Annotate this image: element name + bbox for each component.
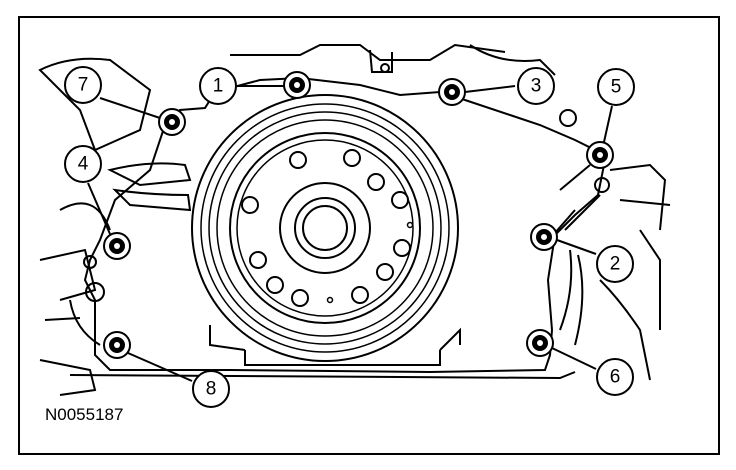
svg-text:6: 6 [610, 367, 621, 388]
svg-text:8: 8 [206, 379, 217, 400]
bolt-4 [103, 232, 131, 260]
bolt-1 [283, 71, 311, 99]
bolt-3 [438, 78, 466, 106]
svg-text:4: 4 [78, 154, 89, 175]
bolts [103, 71, 614, 359]
callout-7: 7 [64, 66, 102, 104]
callout-5: 5 [597, 68, 635, 106]
svg-text:3: 3 [531, 76, 542, 97]
callout-6: 6 [596, 358, 634, 396]
bolt-7 [158, 108, 186, 136]
svg-text:1: 1 [213, 76, 224, 97]
svg-text:5: 5 [611, 77, 622, 98]
callout-1: 1 [199, 67, 237, 105]
leader-lines [87, 85, 613, 382]
bolt-8 [103, 331, 131, 359]
bolt-6 [526, 329, 554, 357]
svg-text:2: 2 [610, 254, 621, 275]
callout-2: 2 [596, 245, 634, 283]
callouts: 1 3 7 5 4 2 8 6 [64, 66, 635, 408]
figure-code: N0055187 [45, 405, 123, 424]
bolt-5 [586, 141, 614, 169]
bolt-2 [530, 223, 558, 251]
crankshaft-pulley [191, 94, 459, 362]
figure-border [18, 16, 720, 455]
callout-4: 4 [64, 145, 102, 183]
callout-8: 8 [192, 370, 230, 408]
svg-text:7: 7 [78, 75, 89, 96]
callout-3: 3 [517, 67, 555, 105]
